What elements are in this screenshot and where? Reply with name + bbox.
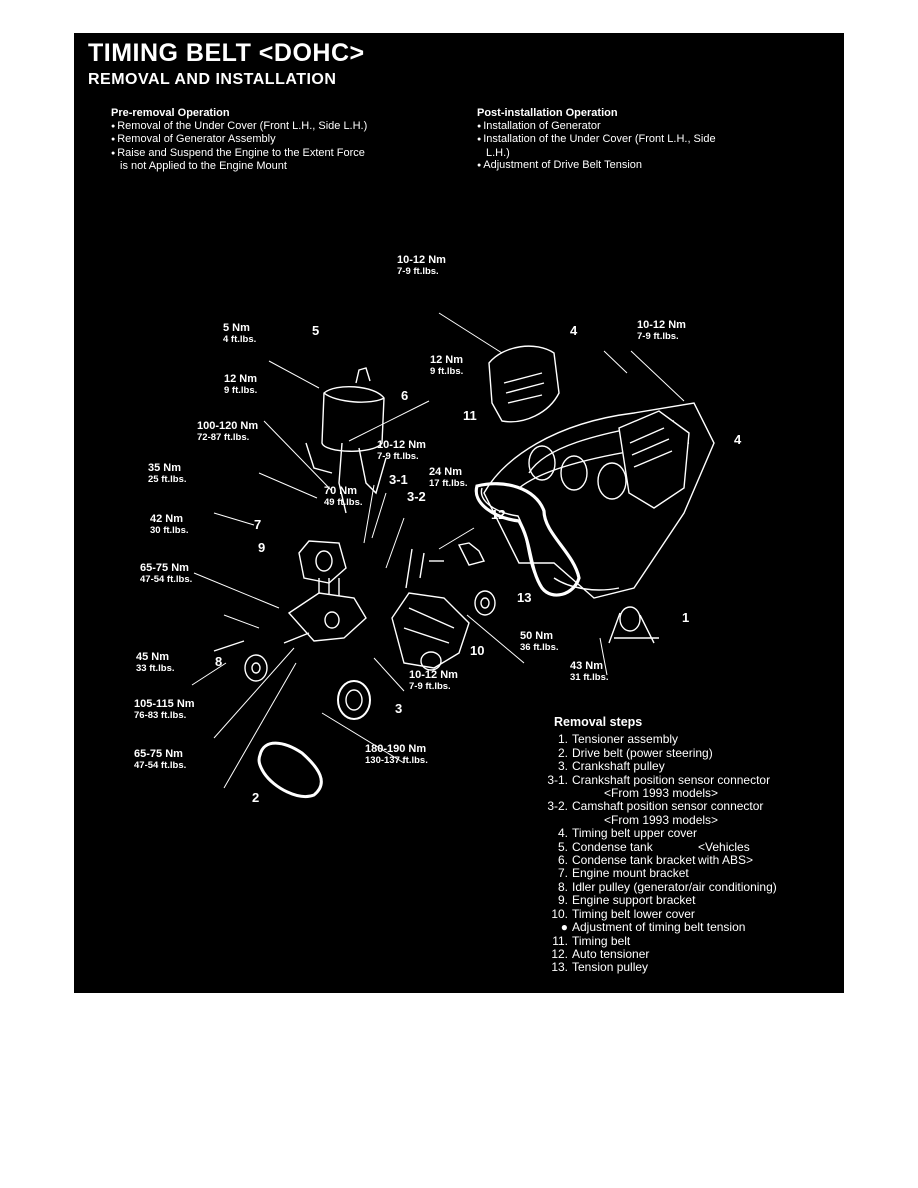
callout-number: 5 (312, 323, 320, 338)
post-installation-item: Installation of the Under Cover (Front L… (477, 133, 739, 159)
list-item: 4.Timing belt upper cover (557, 826, 697, 841)
list-item: 3.Crankshaft pulley (557, 759, 665, 774)
callout-number: 11 (463, 408, 477, 423)
pre-removal-item: Removal of Generator Assembly (111, 133, 373, 147)
list-item: 1.Tensioner assembly (557, 732, 679, 747)
post-installation-block: Post-installation Operation Installation… (477, 107, 739, 173)
callout-number: 4 (734, 432, 742, 447)
list-item: <From 1993 models> (604, 786, 719, 801)
list-item: 12.Auto tensioner (551, 946, 650, 961)
callout-number: 10 (470, 643, 485, 658)
figure-panel: TIMING BELT <DOHC> REMOVAL AND INSTALLAT… (74, 33, 844, 993)
callout-number: 2 (252, 790, 260, 805)
page-subtitle: REMOVAL AND INSTALLATION (88, 71, 337, 88)
pre-removal-item: Raise and Suspend the Engine to the Exte… (111, 147, 373, 173)
list-item: 3-2.Camshaft position sensor connector (547, 799, 764, 814)
callout-number: 7 (254, 517, 262, 532)
callout-number: 3-1 (389, 472, 408, 487)
leader-lines (191, 312, 685, 789)
pre-removal-item: Removal of the Under Cover (Front L.H., … (111, 120, 373, 134)
post-installation-item: Adjustment of Drive Belt Tension (477, 159, 739, 173)
removal-steps-heading: Removal steps (554, 715, 643, 729)
list-item: <From 1993 models> (604, 812, 719, 827)
exploded-timing-belt-diagram (191, 312, 715, 798)
callout-number: 13 (517, 590, 532, 605)
callout-number: 6 (401, 388, 409, 403)
callout-number: 9 (258, 540, 266, 555)
list-item: ●Adjustment of timing belt tension (560, 920, 746, 935)
list-item: 7.Engine mount bracket (557, 866, 689, 881)
callout-number: 3 (395, 701, 403, 716)
abs-note: with ABS> (698, 853, 754, 868)
pre-removal-heading: Pre-removal Operation (111, 107, 230, 119)
pre-removal-block: Pre-removal Operation Removal of the Und… (111, 107, 373, 173)
callout-number: 8 (215, 654, 223, 669)
callout-number: 3-2 (407, 489, 426, 504)
removal-steps: Removal steps 1.Tensioner assembly 2.Dri… (540, 715, 840, 975)
list-item: 11.Timing belt (552, 933, 631, 948)
callout-number: 12 (491, 507, 506, 522)
abs-note: <Vehicles (698, 839, 750, 854)
list-item: 2.Drive belt (power steering) (557, 745, 713, 760)
list-item: 10.Timing belt lower cover (551, 906, 695, 921)
post-installation-item: Installation of Generator (477, 120, 739, 134)
engine-drawing (213, 345, 715, 798)
list-item: 13.Tension pulley (551, 960, 649, 975)
callout-number: 1 (682, 610, 690, 625)
list-item: 8.Idler pulley (generator/air conditioni… (557, 879, 777, 894)
list-item: 5.Condense tank<Vehicles (557, 839, 750, 854)
list-item: 9.Engine support bracket (557, 893, 696, 908)
post-installation-heading: Post-installation Operation (477, 107, 618, 119)
callout-number: 4 (570, 323, 578, 338)
page-title: TIMING BELT <DOHC> (88, 39, 365, 67)
list-item: 3-1.Crankshaft position sensor connector (547, 772, 771, 787)
